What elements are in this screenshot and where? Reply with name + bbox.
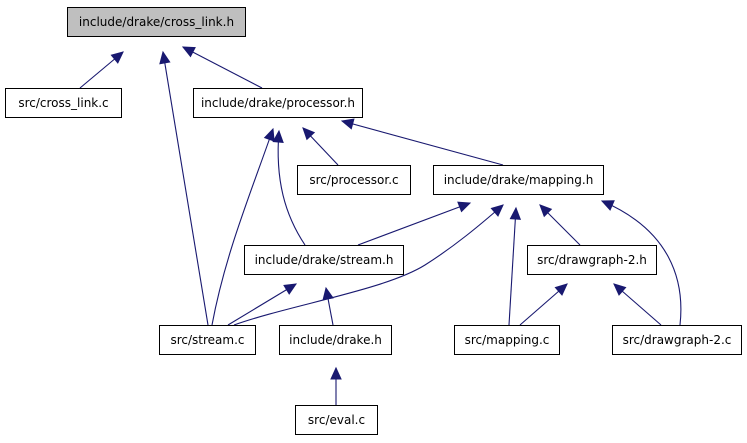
node-label: src/processor.c [309,173,398,187]
edge-line [227,283,297,326]
edge-stream_h-to-processor_h [272,129,306,246]
edge-eval_c-to-drake_h [330,366,342,405]
edge-stream_c-to-stream_h [227,283,298,326]
edge-mapping_h-to-processor_h [340,118,504,166]
node-processor-c[interactable]: src/processor.c [297,165,411,195]
edge-line [211,128,274,326]
node-label: src/mapping.c [465,333,550,347]
edge-line [277,130,306,246]
edge-line [182,46,263,89]
edge-line [357,202,471,246]
node-label: src/eval.c [308,413,365,427]
arrowhead [322,286,334,301]
node-box [5,88,122,118]
nodes-layer: include/drake/cross_link.h src/cross_link… [5,7,742,435]
arrowhead [554,283,568,296]
edges-layer [79,46,682,405]
node-box [454,325,560,355]
edge-drawgraph2_c-to-mapping_h [600,200,682,326]
arrowhead [283,283,298,295]
edge-mapping_c-to-mapping_h [508,206,522,326]
node-mapping-c[interactable]: src/mapping.c [454,325,560,355]
node-label: include/drake/stream.h [255,253,394,267]
node-label: include/drake/mapping.h [444,173,594,187]
edge-mapping_c-to-drawgraph2_h [519,283,568,326]
node-box [612,325,742,355]
arrowhead [490,204,504,217]
edge-line [162,51,209,326]
edge-line [601,200,682,326]
arrowhead [457,201,472,213]
node-label: include/drake/processor.h [201,96,355,110]
arrowhead [330,366,342,380]
edge-stream_c-to-processor_h [211,127,275,326]
arrowhead [159,50,171,65]
node-box [295,405,378,435]
node-label: src/drawgraph-2.c [623,333,732,347]
arrowhead [263,127,275,142]
node-label: include/drake.h [289,333,382,347]
edge-stream_c-to-cross_link_h [159,50,209,326]
node-box [433,165,604,195]
node-label: src/stream.c [170,333,244,347]
edge-line [341,120,504,166]
node-box [159,325,256,355]
arrowhead [302,127,316,141]
edge-stream_c-to-mapping_h [233,204,504,326]
node-mapping-h[interactable]: include/drake/mapping.h [433,165,604,195]
node-drake-h[interactable]: include/drake.h [279,325,392,355]
edge-line [233,204,504,326]
node-label: src/drawgraph-2.h [537,253,647,267]
arrowhead [181,46,196,58]
node-drawgraph2-h[interactable]: src/drawgraph-2.h [527,245,657,275]
arrowhead [110,51,124,64]
node-drawgraph2-c[interactable]: src/drawgraph-2.c [612,325,742,355]
arrowhead [600,200,615,211]
arrowhead [340,118,355,130]
node-cross-link-h[interactable]: include/drake/cross_link.h [67,7,246,37]
node-cross-link-c[interactable]: src/cross_link.c [5,88,122,118]
edge-processor_h-to-cross_link_h [181,46,263,89]
node-label: src/cross_link.c [18,96,108,110]
node-box [244,245,404,275]
node-box [527,245,657,275]
node-stream-h[interactable]: include/drake/stream.h [244,245,404,275]
edge-processor_c-to-processor_h [302,127,339,166]
arrowhead [539,204,553,218]
node-label: include/drake/cross_link.h [79,15,234,29]
node-processor-h[interactable]: include/drake/processor.h [193,88,363,118]
node-box [297,165,411,195]
arrowhead [613,283,627,296]
edge-drawgraph2_h-to-mapping_h [539,204,581,246]
edge-line [508,207,517,326]
arrowhead [272,129,284,143]
node-box [279,325,392,355]
edge-drake_h-to-stream_h [322,286,334,326]
node-box [67,7,246,37]
edge-stream_h-to-mapping_h [357,201,472,246]
node-box [193,88,363,118]
arrowhead [509,206,522,220]
node-stream-c[interactable]: src/stream.c [159,325,256,355]
edge-drawgraph2_c-to-drawgraph2_h [613,283,662,326]
node-eval-c[interactable]: src/eval.c [295,405,378,435]
edge-cross_link_c-to-cross_link_h [79,51,124,89]
